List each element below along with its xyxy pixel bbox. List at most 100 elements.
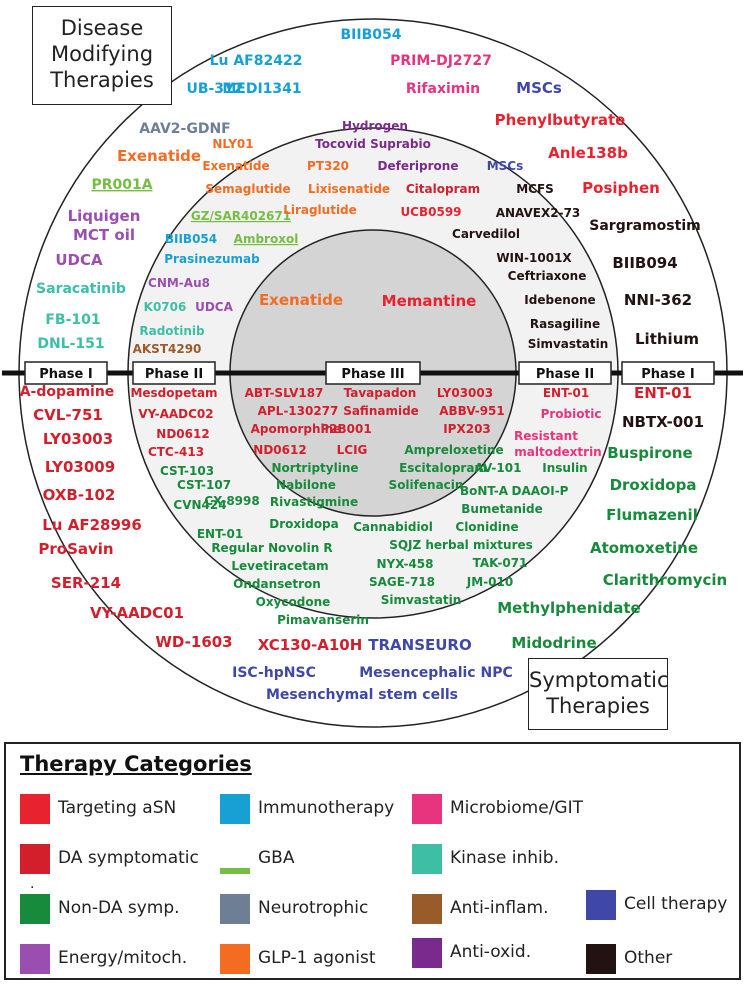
legend-label: Anti-oxid. bbox=[450, 942, 532, 962]
drug-label: LCIG bbox=[337, 443, 368, 457]
phase-box bbox=[325, 361, 421, 385]
drug-label: Semaglutide bbox=[205, 182, 290, 196]
drug-label: Clarithromycin bbox=[603, 571, 727, 589]
drug-label: Regular Novolin R bbox=[211, 541, 332, 555]
drug-label: Buspirone bbox=[607, 444, 692, 462]
legend-swatch bbox=[412, 894, 442, 924]
drug-label: Mesdopetam bbox=[130, 386, 217, 400]
drug-label: Tocovid Suprabio bbox=[315, 137, 431, 151]
legend-swatch bbox=[220, 944, 250, 974]
legend-label: Microbiome/GIT bbox=[450, 798, 583, 818]
drug-label: PRIM-DJ2727 bbox=[390, 53, 492, 69]
drug-label: ProSavin bbox=[38, 540, 113, 558]
drug-label: Bumetanide bbox=[461, 502, 543, 516]
legend-label: Non-DA symp. bbox=[58, 898, 180, 918]
phase-label: Phase III bbox=[341, 367, 404, 382]
drug-label: Midodrine bbox=[511, 634, 596, 652]
drug-label: Atomoxetine bbox=[590, 539, 698, 557]
drug-label: Saracatinib bbox=[36, 281, 126, 297]
phase-label: Phase II bbox=[536, 367, 594, 382]
drug-label: Memantine bbox=[382, 292, 477, 310]
legend-label: Other bbox=[624, 948, 673, 968]
drug-label: MSCs bbox=[487, 159, 524, 173]
drug-label: XC130-A10H bbox=[258, 636, 363, 654]
drug-label: Ceftriaxone bbox=[508, 269, 587, 283]
drug-label: Simvastatin bbox=[381, 593, 462, 607]
legend-label: Targeting aSN bbox=[58, 798, 177, 818]
drug-label: Methylphenidate bbox=[497, 599, 640, 617]
drug-label: ANAVEX2-73 bbox=[496, 206, 581, 220]
drug-label: CST-107 bbox=[177, 478, 231, 492]
legend-swatch bbox=[20, 944, 50, 974]
drug-label: Insulin bbox=[542, 461, 587, 475]
drug-label: Resistant bbox=[514, 429, 578, 443]
legend-swatch bbox=[220, 894, 250, 924]
drug-label: Exenatide bbox=[117, 147, 201, 165]
drug-label: MEDI1341 bbox=[222, 81, 301, 97]
drug-label: ENT-01 bbox=[634, 384, 692, 402]
drug-label: SAGE-718 bbox=[369, 575, 435, 589]
drug-label: Clonidine bbox=[455, 520, 518, 534]
drug-label: FB-101 bbox=[45, 312, 100, 328]
drug-label: Rivastigmine bbox=[270, 495, 358, 509]
drug-label: Mesenchymal stem cells bbox=[266, 687, 458, 703]
drug-label: Anle138b bbox=[548, 144, 628, 162]
drug-label: UCB0599 bbox=[400, 205, 461, 219]
drug-label: OXB-102 bbox=[43, 486, 116, 504]
drug-label: maltodextrin bbox=[514, 445, 601, 459]
corner-line: Therapies bbox=[546, 694, 650, 718]
drug-label: Mesencephalic NPC bbox=[359, 665, 512, 681]
drug-label: Droxidopa bbox=[610, 476, 697, 494]
drug-label: VY-AADC01 bbox=[90, 604, 184, 622]
drug-label: Droxidopa bbox=[269, 517, 339, 531]
phase-label: Phase I bbox=[39, 367, 92, 382]
drug-label: ND0612 bbox=[156, 427, 209, 441]
drug-label: IPX203 bbox=[443, 422, 491, 436]
drug-label: UB-312 bbox=[186, 81, 243, 97]
disease-modifying-label: Disease Modifying Therapies bbox=[32, 6, 172, 105]
drug-label: Ampreloxetine bbox=[404, 443, 503, 457]
legend-label: Energy/mitoch. bbox=[58, 948, 188, 968]
drug-label: Hydrogen bbox=[342, 119, 408, 133]
drug-label: Apomorphine bbox=[251, 422, 342, 436]
drug-label: AKST4290 bbox=[133, 342, 202, 356]
corner-line: Symptomatic bbox=[529, 668, 669, 692]
phase-box bbox=[621, 361, 715, 385]
drug-label: MSCs bbox=[516, 79, 562, 97]
drug-label: Levetiracetam bbox=[231, 559, 328, 573]
drug-label: APL-130277 bbox=[258, 404, 339, 418]
drug-label: AV-101 bbox=[475, 461, 522, 475]
legend-label: Neurotrophic bbox=[258, 898, 369, 918]
drug-label: CTC-413 bbox=[148, 445, 204, 459]
drug-label: WIN-1001X bbox=[496, 251, 572, 265]
legend-label: DA symptomatic bbox=[58, 848, 199, 868]
drug-label: DAAOI-P bbox=[512, 484, 569, 498]
drug-label: Ondansetron bbox=[233, 577, 321, 591]
drug-label: Probiotic bbox=[541, 407, 602, 421]
legend-swatch bbox=[20, 794, 50, 824]
corner-line: Disease bbox=[60, 16, 144, 40]
drug-label: Rifaximin bbox=[406, 81, 480, 97]
drug-label: ABBV-951 bbox=[439, 404, 505, 418]
drug-label: CVN424 bbox=[173, 498, 226, 512]
drug-label: GZ/SAR402671 bbox=[191, 209, 291, 223]
drug-label: Pimavanserin bbox=[277, 613, 369, 627]
legend-note: . bbox=[30, 876, 35, 892]
drug-label: JM-010 bbox=[466, 575, 513, 589]
drug-label: VY-AADC02 bbox=[138, 407, 213, 421]
drug-label: NLY01 bbox=[212, 137, 253, 151]
drug-label: BIIB054 bbox=[165, 232, 217, 246]
drug-label: TRANSEURO bbox=[368, 636, 471, 654]
drug-label: Deferiprone bbox=[378, 159, 459, 173]
phase-box bbox=[518, 361, 612, 385]
drug-label: Oxycodone bbox=[256, 595, 331, 609]
legend-swatch bbox=[20, 894, 50, 924]
drug-label: Lithium bbox=[635, 330, 699, 348]
drug-label: Lu AF82422 bbox=[210, 53, 303, 69]
drug-label: Ambroxol bbox=[234, 232, 299, 246]
drug-label: A-dopamine bbox=[20, 384, 115, 400]
drug-label: Rasagiline bbox=[530, 317, 600, 331]
